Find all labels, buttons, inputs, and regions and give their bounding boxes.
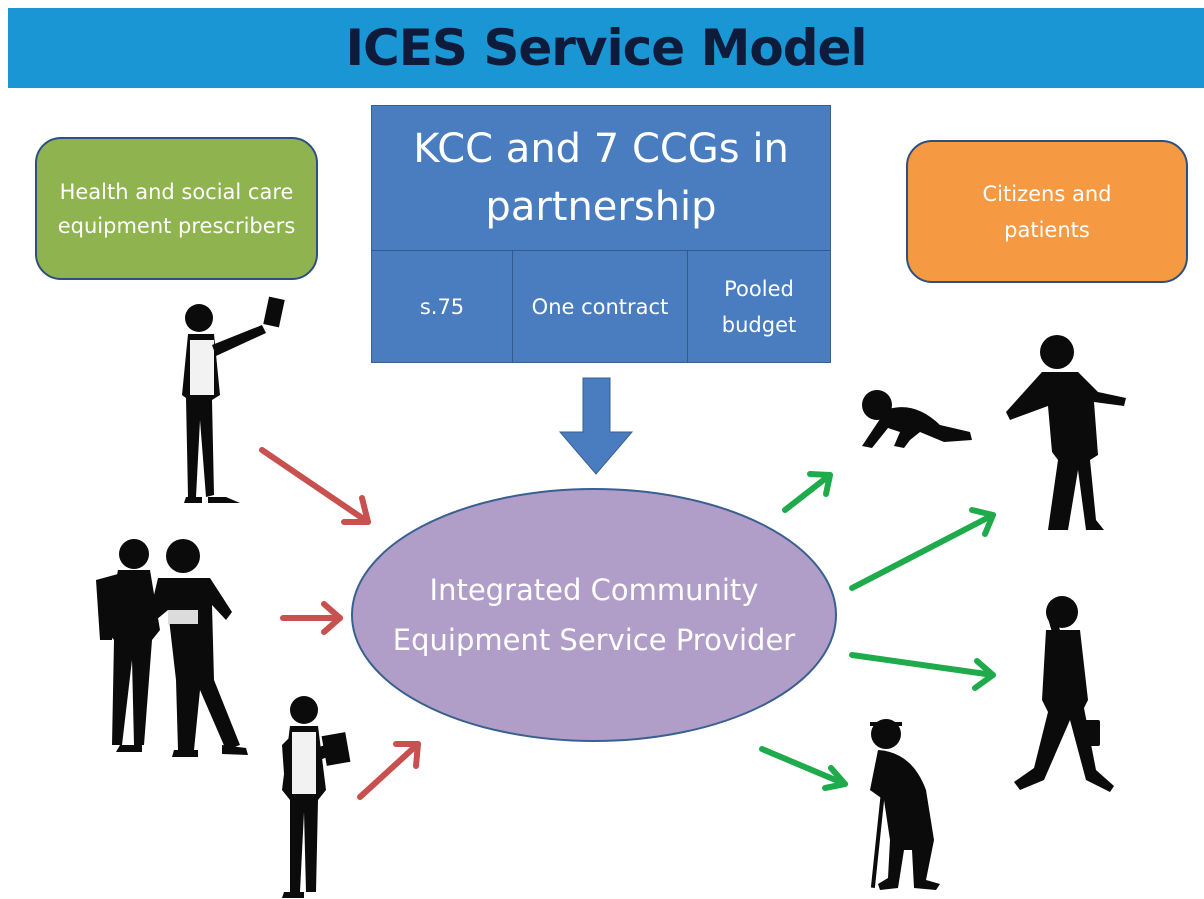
- citizens-label: Citizens and patients: [982, 181, 1112, 242]
- walking-man-with-phone-icon: [1014, 596, 1114, 792]
- outbound-arrows: [759, 471, 996, 791]
- prescribers-label: Health and social care equipment prescri…: [57, 179, 296, 238]
- inbound-arrows: [259, 447, 421, 800]
- elderly-man-with-cane-icon: [870, 719, 940, 890]
- outbound-arrow-icon: [849, 652, 996, 691]
- partnership-box: KCC and 7 CCGs in partnership s.75 One c…: [371, 105, 831, 363]
- nurse-with-clipboard-icon: [282, 696, 351, 898]
- outbound-arrow-icon: [759, 746, 848, 791]
- title-banner: ICES Service Model: [8, 8, 1204, 88]
- partnership-title: KCC and 7 CCGs in partnership: [372, 106, 830, 251]
- inbound-arrow-icon: [259, 447, 371, 525]
- inbound-arrow-icon: [357, 741, 421, 800]
- inbound-arrow-icon: [280, 601, 343, 635]
- provider-ellipse: [351, 488, 837, 742]
- prescribers-box: Health and social care equipment prescri…: [35, 137, 318, 280]
- page-title: ICES Service Model: [345, 19, 867, 77]
- pooled-budget-cell: Pooled budget: [721, 277, 797, 337]
- citizens-box: Citizens and patients: [906, 140, 1188, 283]
- couple-with-clipboard-icon: [96, 539, 248, 757]
- one-contract-cell: One contract: [513, 251, 688, 363]
- s75-cell: s.75: [372, 251, 513, 363]
- outbound-arrow-icon: [849, 507, 996, 591]
- woman-with-tablet-icon: [182, 296, 285, 503]
- provider-label: Integrated Community Equipment Service P…: [392, 573, 796, 657]
- outbound-arrow-icon: [782, 471, 833, 513]
- down-arrow-icon: [558, 377, 634, 475]
- running-child-icon: [1006, 335, 1126, 530]
- crawling-baby-icon: [862, 390, 972, 448]
